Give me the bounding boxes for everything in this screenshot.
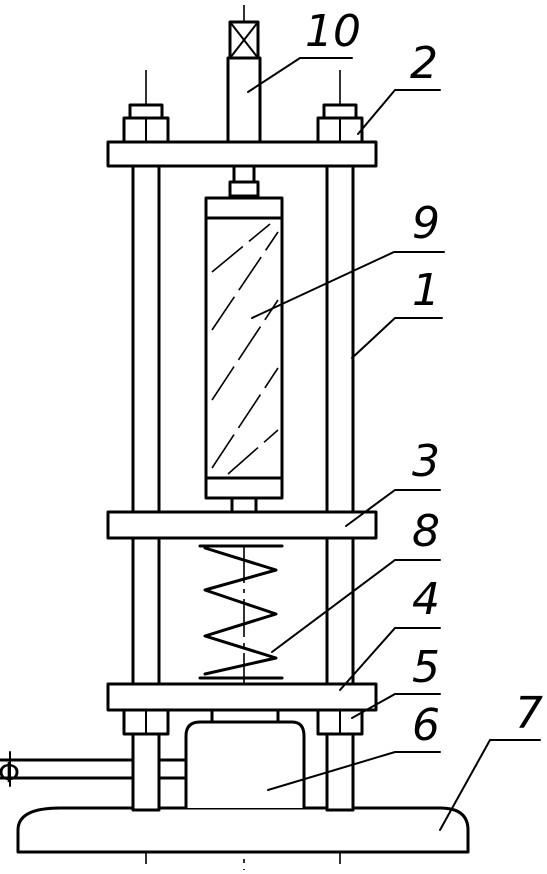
base-plate [16,806,470,854]
label-10: 10 [305,6,361,57]
loading-screw [226,20,262,198]
diameter-symbol: Φ [0,756,20,789]
specimen [204,196,284,500]
top-plate [106,140,378,168]
label-8: 8 [412,506,440,557]
top-nuts [122,103,364,144]
label-6: 6 [412,700,440,751]
leader-lines [247,57,541,831]
middle-plate [106,510,378,540]
part-labels: 10 2 9 1 3 8 4 5 6 7 [305,6,543,751]
lower-contact [230,496,258,514]
bottom-nuts [122,708,364,736]
label-5: 5 [412,642,440,693]
hydraulic-jack [184,708,306,808]
label-2: 2 [410,38,438,89]
label-3: 3 [412,436,440,487]
spring [198,544,284,680]
label-4: 4 [412,574,440,625]
label-1: 1 [412,265,440,316]
label-9: 9 [412,198,440,249]
lower-plate [106,682,378,712]
label-7: 7 [515,688,543,739]
